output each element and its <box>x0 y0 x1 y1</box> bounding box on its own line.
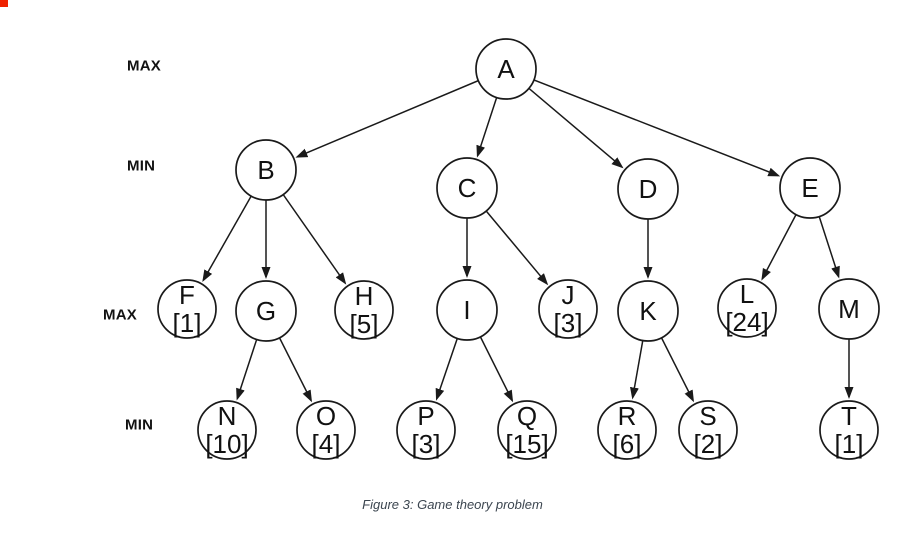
node-circle-K <box>617 280 679 342</box>
node-value-Q: [15] <box>505 429 548 459</box>
node-circle-Q <box>497 400 557 460</box>
level-label-min-2: MIN <box>125 416 154 434</box>
node-G: G <box>235 280 297 342</box>
node-L: L[24] <box>717 278 777 338</box>
node-C: C <box>436 157 498 219</box>
node-value-T: [1] <box>835 429 864 459</box>
node-circle-A <box>475 38 537 100</box>
node-circle-G <box>235 280 297 342</box>
node-letter-S: S <box>699 401 716 431</box>
node-R: R[6] <box>597 400 657 460</box>
node-letter-I: I <box>463 295 470 325</box>
node-S: S[2] <box>678 400 738 460</box>
node-letter-E: E <box>801 173 818 203</box>
node-letter-D: D <box>639 174 658 204</box>
node-value-F: [1] <box>173 308 202 338</box>
node-circle-J <box>538 279 598 339</box>
node-circle-E <box>779 157 841 219</box>
node-circle-T <box>819 400 879 460</box>
edge-A-E <box>505 68 781 177</box>
node-letter-J: J <box>562 280 575 310</box>
node-value-R: [6] <box>613 429 642 459</box>
node-M: M <box>818 278 880 340</box>
node-D: D <box>617 158 679 220</box>
node-P: P[3] <box>396 400 456 460</box>
node-circle-C <box>436 157 498 219</box>
node-circle-L <box>717 278 777 338</box>
node-circle-I <box>436 279 498 341</box>
node-letter-R: R <box>618 401 637 431</box>
level-label-min-1: MIN <box>127 157 156 175</box>
node-H: H[5] <box>334 280 394 340</box>
node-A: A <box>475 38 537 100</box>
node-value-L: [24] <box>725 307 768 337</box>
node-circle-D <box>617 158 679 220</box>
node-O: O[4] <box>296 400 356 460</box>
node-circle-H <box>334 280 394 340</box>
node-letter-M: M <box>838 294 860 324</box>
node-T: T[1] <box>819 400 879 460</box>
red-corner-marker <box>0 0 8 7</box>
node-letter-B: B <box>257 155 274 185</box>
node-circle-F <box>157 279 217 339</box>
edge-A-B <box>295 68 507 158</box>
node-letter-N: N <box>218 401 237 431</box>
node-circle-S <box>678 400 738 460</box>
node-letter-G: G <box>256 296 276 326</box>
node-value-J: [3] <box>554 308 583 338</box>
node-letter-A: A <box>497 54 515 84</box>
figure-caption: Figure 3: Game theory problem <box>362 497 543 512</box>
node-F: F[1] <box>157 279 217 339</box>
node-letter-Q: Q <box>517 401 537 431</box>
level-label-max-1: MAX <box>127 57 161 75</box>
node-value-H: [5] <box>350 309 379 339</box>
node-E: E <box>779 157 841 219</box>
node-circle-O <box>296 400 356 460</box>
node-letter-F: F <box>179 280 195 310</box>
node-circle-N <box>197 400 257 460</box>
node-value-N: [10] <box>205 429 248 459</box>
node-value-P: [3] <box>412 429 441 459</box>
node-letter-C: C <box>458 173 477 203</box>
level-label-max-2: MAX <box>103 306 137 324</box>
node-letter-H: H <box>355 281 374 311</box>
node-letter-T: T <box>841 401 857 431</box>
node-letter-K: K <box>639 296 657 326</box>
node-letter-P: P <box>417 401 434 431</box>
node-K: K <box>617 280 679 342</box>
node-letter-O: O <box>316 401 336 431</box>
node-circle-P <box>396 400 456 460</box>
node-B: B <box>235 139 297 201</box>
node-value-O: [4] <box>312 429 341 459</box>
node-J: J[3] <box>538 279 598 339</box>
node-Q: Q[15] <box>497 400 557 460</box>
node-value-S: [2] <box>694 429 723 459</box>
node-circle-R <box>597 400 657 460</box>
node-N: N[10] <box>197 400 257 460</box>
node-circle-B <box>235 139 297 201</box>
node-letter-L: L <box>740 279 754 309</box>
node-I: I <box>436 279 498 341</box>
node-circle-M <box>818 278 880 340</box>
